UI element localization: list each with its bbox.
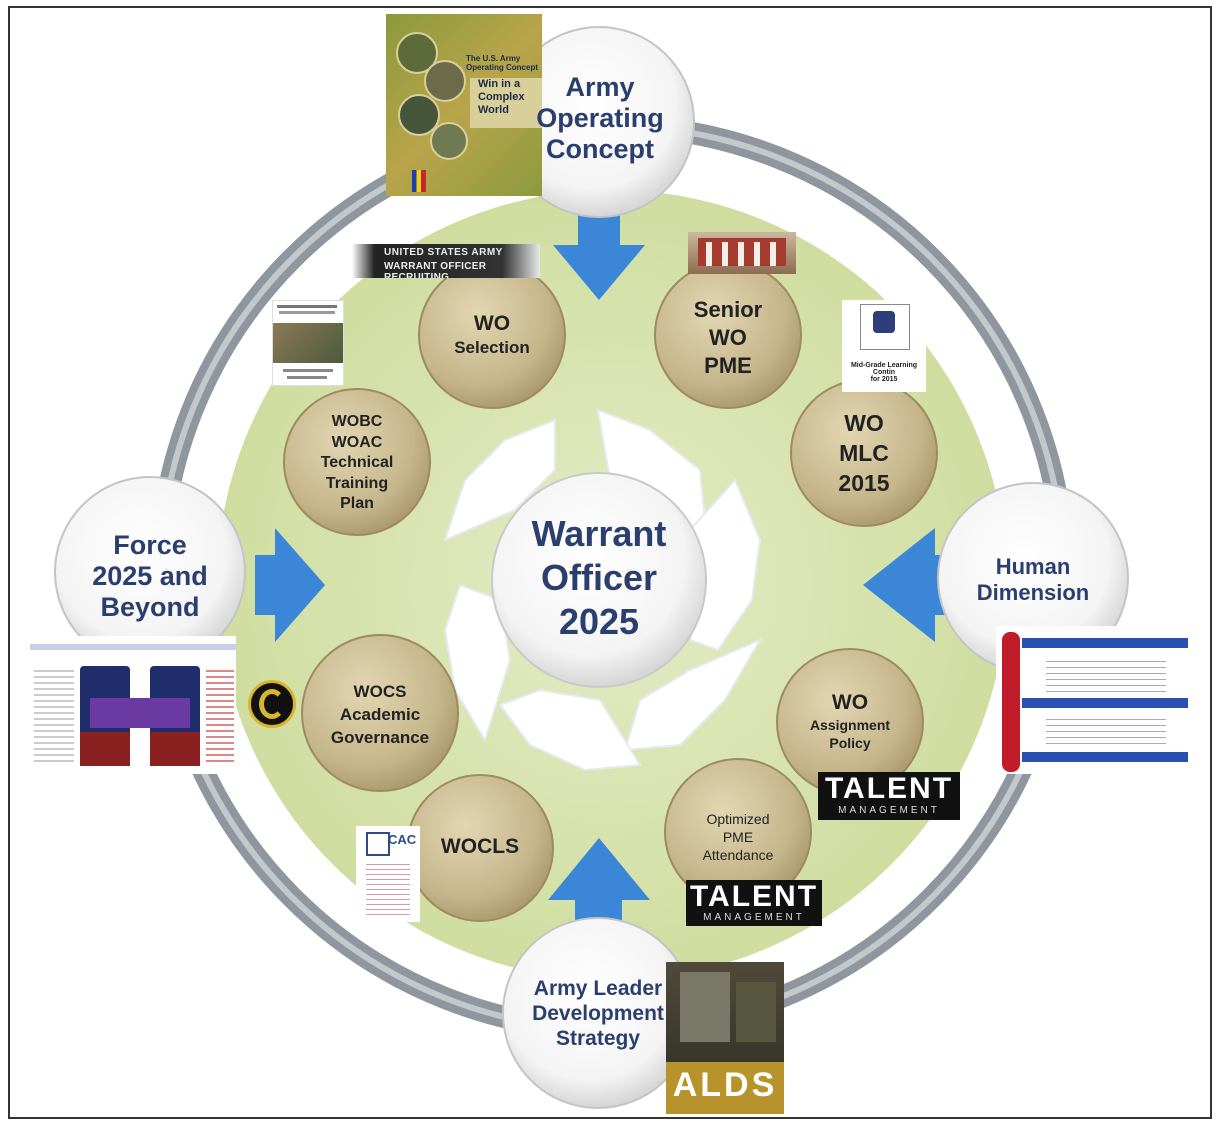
human-dimension-label: Human Dimension	[976, 554, 1090, 605]
arrows	[255, 210, 960, 960]
talent-management-logo-2: TALENT MANAGEMENT	[686, 880, 822, 926]
center-circle	[491, 472, 707, 688]
alds-cover-image: ALDS	[666, 962, 784, 1114]
inner-node-circles	[283, 261, 938, 922]
center-star	[443, 408, 763, 772]
wo-selection-label: WO Selection	[454, 312, 530, 357]
wocs-logo-image	[248, 680, 296, 728]
aoc-label: Army Operating Concept	[536, 72, 664, 164]
node-wobc-circle	[283, 388, 431, 536]
outer-node-circles	[54, 26, 1129, 1109]
force-2025-slide-image	[30, 636, 236, 774]
center-label: Warrant Officer 2025	[499, 512, 699, 644]
arrow-down	[553, 210, 645, 300]
arrow-left	[863, 528, 960, 642]
senior-wo-pme-label: Senior WO PME	[693, 297, 763, 378]
arrow-right	[255, 528, 325, 642]
arrow-up	[548, 838, 650, 960]
recruiting-banner-image: UNITED STATES ARMY WARRANT OFFICER RECRU…	[352, 244, 540, 278]
wo-mlc-label: WO MLC 2015	[838, 410, 890, 496]
alds-strategy-label: Army Leader Development Strategy	[532, 977, 664, 1050]
wocls-label: WOCLS	[440, 835, 520, 858]
diagram-frame	[8, 6, 1212, 1119]
wocs-label: WOCS Academic Governance	[330, 682, 430, 747]
force-2025-label: Force 2025 and Beyond	[92, 530, 208, 622]
center-label-line2: Officer	[540, 557, 658, 598]
human-dimension-slide-image	[996, 626, 1192, 774]
wobc-document-image	[272, 300, 344, 386]
senior-pme-building-image	[688, 232, 796, 274]
wobc-label: WOBC WOAC Technical Training Plan	[320, 413, 394, 512]
optimized-pme-label: Optimized PME Attendance	[702, 811, 774, 863]
wo-assignment-label: WO Assignment Policy	[809, 691, 891, 751]
center-label-line3: 2025	[558, 601, 640, 642]
cac-document-image: CAC	[356, 826, 420, 922]
center-label-line1: Warrant	[531, 513, 667, 554]
node-wocs-circle	[301, 634, 459, 792]
talent-management-logo-1: TALENT MANAGEMENT	[818, 772, 960, 820]
